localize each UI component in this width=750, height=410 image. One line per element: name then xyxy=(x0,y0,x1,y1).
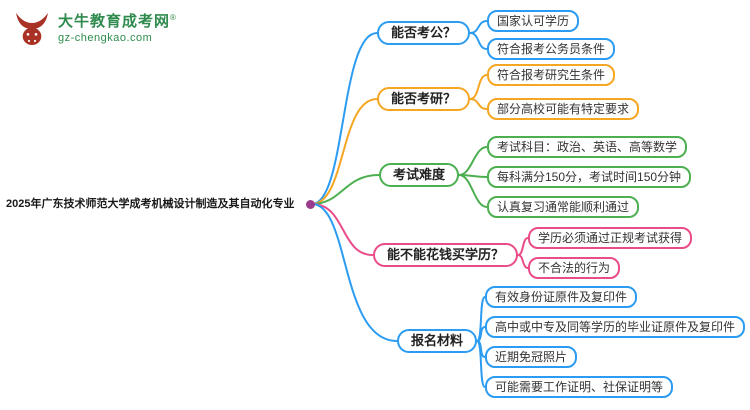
leaf-node: 符合报考研究生条件 xyxy=(487,64,616,86)
registered-trademark: ® xyxy=(170,12,177,22)
leaf-node: 认真复习通常能顺利通过 xyxy=(487,196,640,218)
root-connector-dot xyxy=(306,200,315,209)
branch-connector xyxy=(311,203,374,256)
central-topic: 2025年广东技术师范大学成考机械设计制造及其自动化专业 xyxy=(6,198,295,210)
leaf-connector xyxy=(476,340,486,388)
leaf-connector xyxy=(517,237,529,256)
leaf-connector xyxy=(458,146,488,176)
site-logo[interactable]: 大牛教育成考网® gz-chengkao.com xyxy=(12,9,177,49)
leaf-node: 考试科目：政治、英语、高等数学 xyxy=(487,136,688,158)
leaf-node: 近期免冠照片 xyxy=(485,346,578,368)
leaf-connector xyxy=(517,254,529,269)
leaf-node: 符合报考公务员条件 xyxy=(487,38,616,60)
branch-connector xyxy=(311,98,378,205)
leaf-connector xyxy=(458,174,488,208)
branch-node-difficulty: 考试难度 xyxy=(379,163,460,187)
branch-node-grad-school: 能否考研？ xyxy=(377,87,471,111)
leaf-connector xyxy=(469,32,488,50)
logo-site-name: 大牛教育成考网 xyxy=(58,12,171,30)
leaf-node: 不合法的行为 xyxy=(528,257,621,279)
branch-node-buy-diploma: 能不能花钱买学历？ xyxy=(373,243,519,267)
bull-logo-icon xyxy=(12,9,52,49)
leaf-node: 高中或中专及同等学历的毕业证原件及复印件 xyxy=(485,316,746,338)
branch-connector xyxy=(311,203,398,342)
branch-connector xyxy=(311,174,380,205)
leaf-connector xyxy=(469,98,488,110)
leaf-node: 部分高校可能有特定要求 xyxy=(487,98,640,120)
leaf-connector xyxy=(469,20,488,34)
leaf-node: 国家认可学历 xyxy=(487,10,580,32)
leaf-node: 有效身份证原件及复印件 xyxy=(485,286,638,308)
leaf-connector xyxy=(469,74,488,100)
branch-connector xyxy=(311,32,378,205)
logo-site-url: gz-chengkao.com xyxy=(58,31,153,44)
branch-node-civil-service: 能否考公？ xyxy=(377,21,471,45)
leaf-node: 学历必须通过正规考试获得 xyxy=(528,227,693,249)
leaf-node: 可能需要工作证明、社保证明等 xyxy=(485,376,674,398)
branch-node-materials: 报名材料 xyxy=(397,329,478,353)
leaf-node: 每科满分150分，考试时间150分钟 xyxy=(487,166,692,188)
